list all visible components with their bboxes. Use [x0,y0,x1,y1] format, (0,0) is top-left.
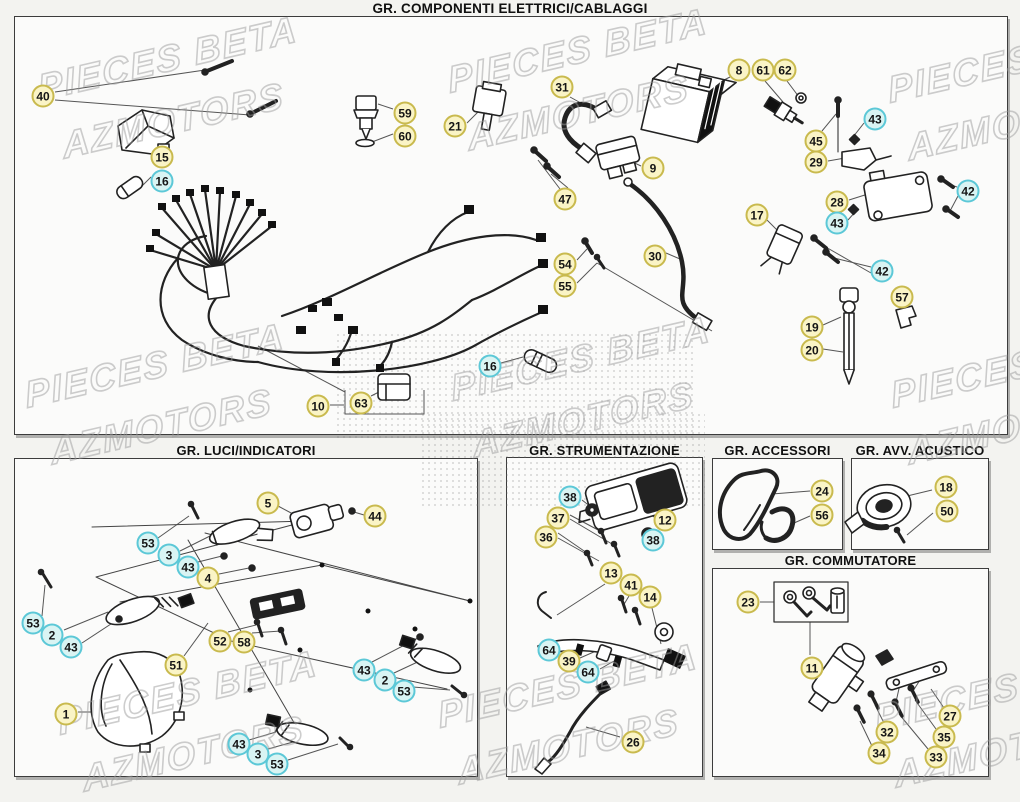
callout-strumentazione-39: 39 [557,649,581,673]
callout-elettrici-15: 15 [150,145,174,169]
callout-elettrici-47: 47 [553,187,577,211]
callout-commutatore-32: 32 [875,720,899,744]
callout-elettrici-30: 30 [643,244,667,268]
callout-commutatore-11: 11 [800,656,824,680]
callout-luci-44: 44 [363,504,387,528]
callout-luci-53: 53 [392,679,416,703]
callout-luci-53: 53 [136,531,160,555]
callout-elettrici-9: 9 [641,156,665,180]
callout-elettrici-43: 43 [825,211,849,235]
callout-elettrici-16: 16 [478,354,502,378]
callout-strumentazione-64: 64 [576,660,600,684]
callout-strumentazione-64: 64 [537,638,561,662]
title-strumentazione: GR. STRUMENTAZIONE [529,443,680,458]
callout-luci-43: 43 [352,658,376,682]
callout-luci-2: 2 [40,623,64,647]
callout-luci-51: 51 [164,653,188,677]
callout-elettrici-16: 16 [150,169,174,193]
callout-luci-5: 5 [256,491,280,515]
callout-elettrici-63: 63 [349,391,373,415]
callout-elettrici-21: 21 [443,114,467,138]
callout-accessori-56: 56 [810,503,834,527]
callout-strumentazione-26: 26 [621,730,645,754]
callout-elettrici-43: 43 [863,107,887,131]
callout-elettrici-62: 62 [773,58,797,82]
callout-strumentazione-38: 38 [641,528,665,552]
callout-luci-4: 4 [196,566,220,590]
callout-strumentazione-38: 38 [558,485,582,509]
title-accessori: GR. ACCESSORI [724,443,831,458]
callout-elettrici-42: 42 [870,259,894,283]
callout-luci-43: 43 [59,635,83,659]
callout-luci-3: 3 [157,543,181,567]
callout-luci-52: 52 [208,629,232,653]
callout-avv_acustico-18: 18 [934,475,958,499]
callout-elettrici-10: 10 [306,394,330,418]
title-luci: GR. LUCI/INDICATORI [176,443,316,458]
callout-luci-43: 43 [227,732,251,756]
callout-elettrici-17: 17 [745,203,769,227]
callout-elettrici-42: 42 [956,179,980,203]
callout-luci-58: 58 [232,630,256,654]
callout-elettrici-20: 20 [800,338,824,362]
callout-commutatore-35: 35 [932,725,956,749]
callout-elettrici-29: 29 [804,150,828,174]
callout-strumentazione-14: 14 [638,585,662,609]
callout-elettrici-45: 45 [804,129,828,153]
callout-elettrici-60: 60 [393,124,417,148]
callout-elettrici-19: 19 [800,315,824,339]
title-commutatore: GR. COMMUTATORE [784,553,917,568]
callout-commutatore-33: 33 [924,745,948,769]
callout-strumentazione-37: 37 [546,506,570,530]
callout-luci-3: 3 [246,742,270,766]
callout-luci-43: 43 [176,555,200,579]
callout-luci-2: 2 [373,668,397,692]
callout-elettrici-31: 31 [550,75,574,99]
callout-elettrici-8: 8 [727,58,751,82]
callout-strumentazione-41: 41 [619,573,643,597]
callout-elettrici-55: 55 [553,274,577,298]
callout-elettrici-61: 61 [751,58,775,82]
callout-elettrici-54: 54 [553,252,577,276]
callout-luci-1: 1 [54,702,78,726]
callout-commutatore-23: 23 [736,590,760,614]
callout-strumentazione-36: 36 [534,525,558,549]
callout-elettrici-40: 40 [31,84,55,108]
callout-strumentazione-13: 13 [599,561,623,585]
callout-elettrici-28: 28 [825,190,849,214]
callout-elettrici-57: 57 [890,285,914,309]
title-elettrici: GR. COMPONENTI ELETTRICI/CABLAGGI [372,1,648,16]
panel-luci [14,458,478,777]
callout-commutatore-27: 27 [938,704,962,728]
callout-luci-53: 53 [21,611,45,635]
callout-elettrici-59: 59 [393,101,417,125]
callout-strumentazione-12: 12 [653,508,677,532]
title-avv-acustico: GR. AVV. ACUSTICO [855,443,985,458]
callout-avv_acustico-50: 50 [935,499,959,523]
callout-commutatore-34: 34 [867,741,891,765]
callout-luci-53: 53 [265,752,289,776]
callout-accessori-24: 24 [810,479,834,503]
